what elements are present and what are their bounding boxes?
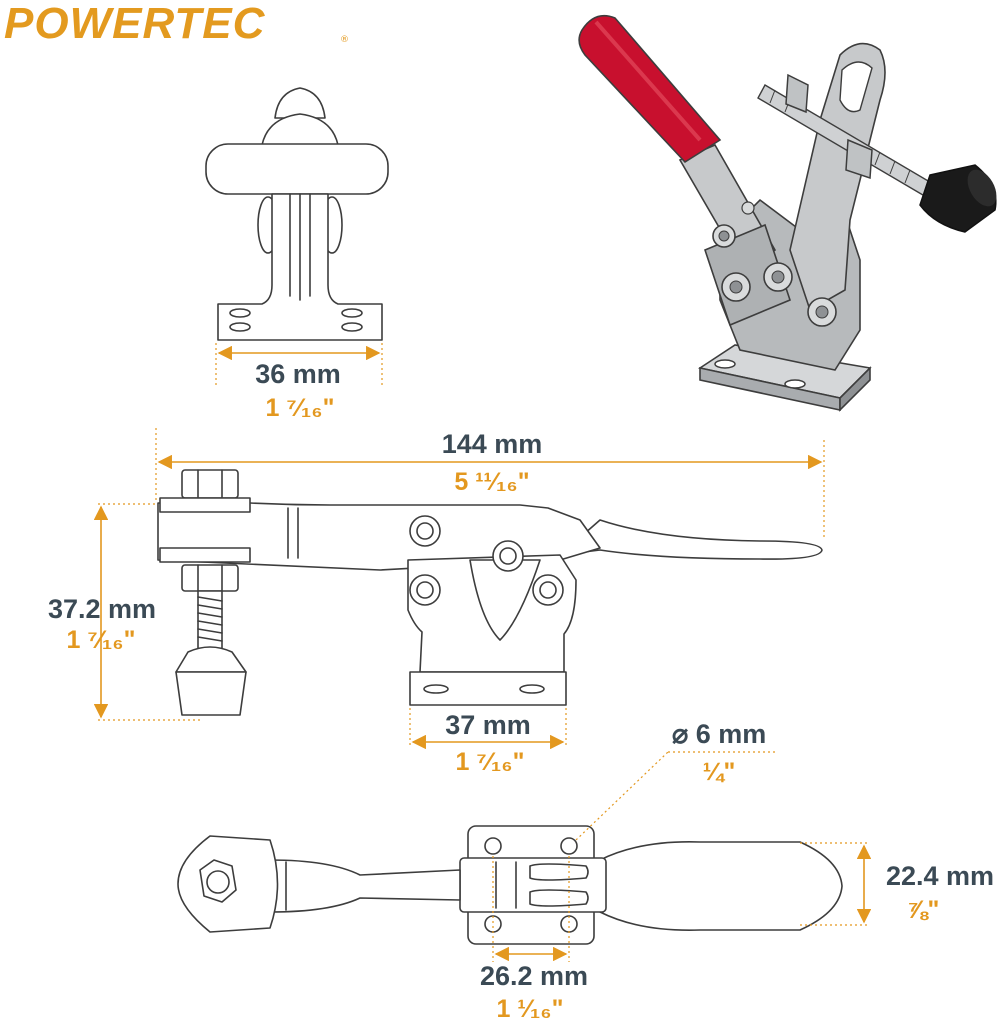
- side-view-drawing: [157, 469, 823, 716]
- base-width-dimension: 37 mm 1 ⁷⁄₁₆": [409, 708, 567, 776]
- front-width-dimension: 36 mm 1 ⁷⁄₁₆": [215, 343, 383, 422]
- brand-logo: POWERTEC ®: [4, 0, 349, 48]
- hole-diameter-metric: ⌀ 6 mm: [672, 719, 766, 749]
- hole-spacing-imperial: 1 ¹⁄₁₆": [497, 995, 564, 1023]
- hold-down-clamp-3d-icon: [578, 14, 997, 412]
- handle-width-metric: 22.4 mm: [886, 861, 994, 891]
- height-metric: 37.2 mm: [48, 594, 156, 624]
- hole-diameter-callout: ⌀ 6 mm ¼": [575, 719, 775, 841]
- base-width-imperial: 1 ⁷⁄₁₆": [456, 748, 525, 776]
- length-metric: 144 mm: [442, 429, 543, 459]
- hole-spacing-dimension: 26.2 mm 1 ¹⁄₁₆": [480, 856, 588, 1023]
- hole-diameter-imperial: ¼": [703, 758, 736, 786]
- front-view-drawing: [205, 87, 389, 341]
- handle-width-dimension: 22.4 mm ⅞": [800, 842, 994, 926]
- height-imperial: 1 ⁷⁄₁₆": [67, 626, 136, 654]
- logo-registered-mark: ®: [340, 35, 349, 45]
- length-imperial: 5 ¹¹⁄₁₆": [454, 468, 529, 496]
- spindle-height-dimension: 37.2 mm 1 ⁷⁄₁₆": [48, 503, 200, 721]
- front-width-imperial: 1 ⁷⁄₁₆": [266, 394, 335, 422]
- front-width-metric: 36 mm: [255, 359, 341, 389]
- hole-spacing-metric: 26.2 mm: [480, 961, 588, 991]
- top-view-drawing: [177, 825, 843, 945]
- overall-length-dimension: 144 mm 5 ¹¹⁄₁₆": [155, 428, 825, 540]
- logo-text: POWERTEC: [4, 0, 266, 48]
- handle-width-imperial: ⅞": [907, 896, 940, 924]
- base-width-metric: 37 mm: [445, 710, 531, 740]
